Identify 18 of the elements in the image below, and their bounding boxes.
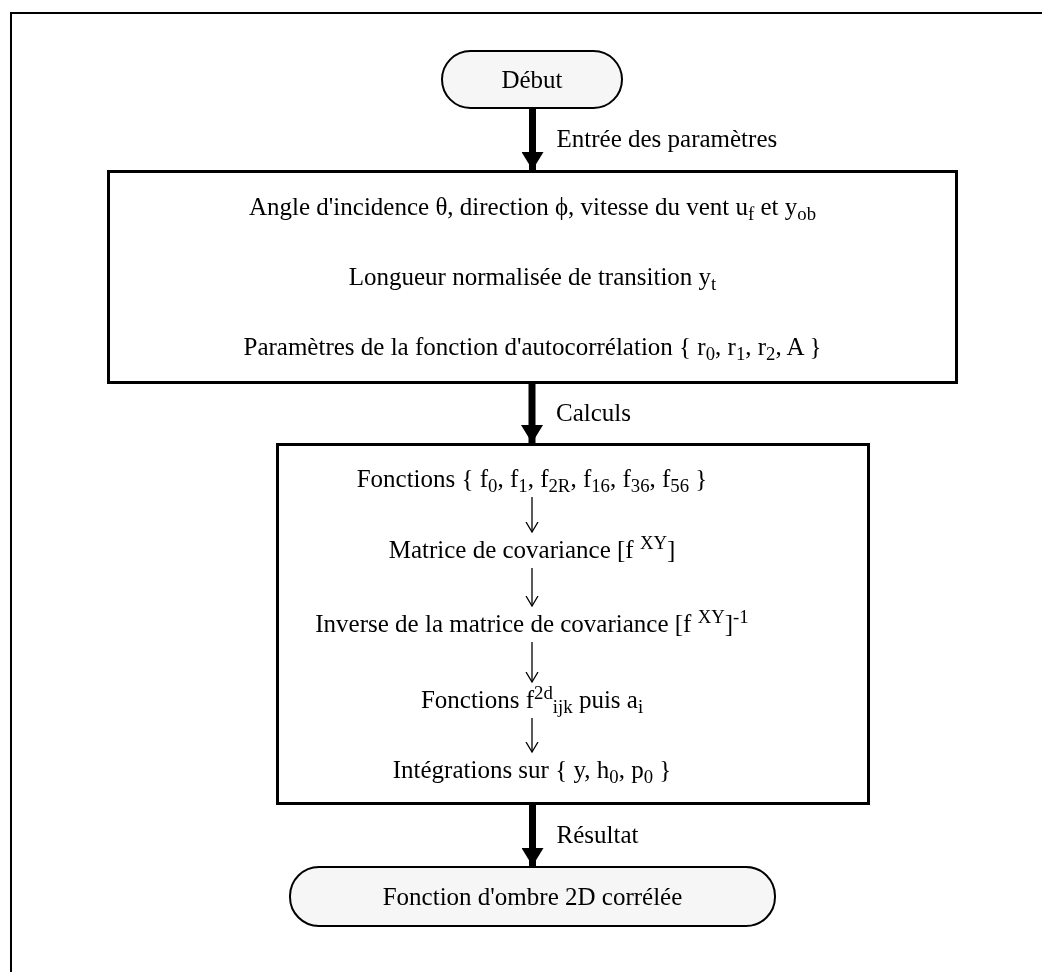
node-text: Fonction d'ombre 2D corrélée [382,881,683,912]
step-text: Matrice de covariance [f $^{XY}$] [388,535,676,565]
arrow [521,109,544,170]
terminal-box [289,866,776,927]
step-text: Intégrations sur { y, h$_{0}$, p$_{0}$ } [392,755,672,785]
process-box [107,170,958,384]
step-text: Fonctions { f$_{0}$, f$_{1}$, f$_{2R}$, f$_{16}$, f$_{36}$, f$_{56}$ } [356,464,708,494]
step-text: Inverse de la matrice de covariance [f $^{XY}$]$^{-1}$ [315,609,749,639]
node-text: Début [501,64,563,95]
arrow [525,496,539,533]
arrow [525,717,539,753]
arrow [525,641,539,683]
node-text: Longueur normalisée de transition y$_{t}$ [348,262,717,292]
step-text: Fonctions f$^{2d}$$_{ijk}$ puis a$_{i}$ [420,685,644,715]
process-group-box [276,443,870,805]
node-text: Angle d'incidence θ, direction ϕ, vitesse du vent u$_{f}$ et y$_{ob}$ [249,192,816,222]
node-text: Paramètres de la fonction d'autocorrélation { r$_{0}$, r$_{1}$, r$_{2}$, A } [243,332,822,362]
arrow [525,567,539,607]
